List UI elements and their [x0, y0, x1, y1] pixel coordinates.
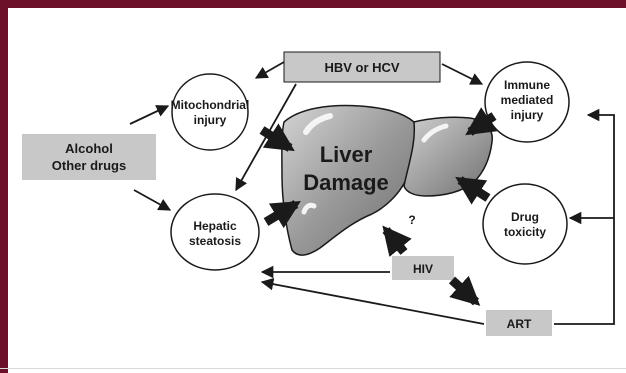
frame-left-border	[0, 0, 8, 373]
art-box	[486, 310, 552, 336]
drug-toxicity-label-line2: toxicity	[504, 225, 546, 239]
steatosis-label-line2: steatosis	[189, 234, 241, 248]
mitochondrial-label-line1: Mitochondrial	[171, 98, 250, 112]
immune-label-line3: injury	[511, 108, 544, 122]
arrow-art-to-immune	[554, 108, 615, 325]
drug-toxicity-label-line1: Drug	[511, 210, 539, 224]
arrow-immune-to-liver	[465, 107, 498, 136]
alcohol-box	[22, 134, 156, 180]
hbv-hcv-label: HBV or HCV	[324, 60, 399, 75]
thin-arrows	[129, 61, 615, 325]
frame-bottom-line	[0, 368, 626, 369]
alcohol-label-line2: Other drugs	[52, 158, 126, 173]
immune-label-line2: mediated	[501, 93, 554, 107]
arrow-hiv-to-liver	[382, 225, 412, 257]
arrow-drugtox-to-liver	[455, 176, 491, 205]
arrow-hiv-to-art	[448, 275, 481, 306]
hiv-box	[392, 256, 454, 280]
mitochondrial-label-line2: injury	[194, 113, 227, 127]
immune-injury-node	[484, 61, 570, 143]
hepatic-steatosis-node	[170, 193, 260, 271]
frame-top-border	[0, 0, 626, 8]
arrow-alcohol-to-steatosis	[133, 189, 172, 211]
liver-label-line1: Liver	[320, 142, 373, 167]
question-mark: ?	[408, 213, 415, 227]
arrow-hbv-to-immune	[441, 63, 484, 85]
immune-label-line1: Immune	[504, 78, 550, 92]
arrow-art-to-steatosis	[260, 277, 485, 325]
mitochondrial-injury-node	[171, 73, 249, 151]
hiv-label: HIV	[413, 262, 433, 276]
arrow-hbv-to-mitochondrial	[254, 61, 285, 79]
liver-label-line2: Damage	[303, 170, 389, 195]
arrow-steatosis-to-liver	[263, 200, 301, 229]
art-label: ART	[507, 317, 532, 331]
arrow-alcohol-to-mitochondrial	[129, 105, 170, 125]
arrow-mitochondrial-to-liver	[259, 123, 295, 152]
thick-arrows	[259, 107, 498, 306]
drug-toxicity-node	[482, 183, 568, 265]
steatosis-label-line1: Hepatic	[193, 219, 237, 233]
alcohol-label-line1: Alcohol	[65, 141, 113, 156]
hbv-hcv-box	[283, 51, 441, 83]
